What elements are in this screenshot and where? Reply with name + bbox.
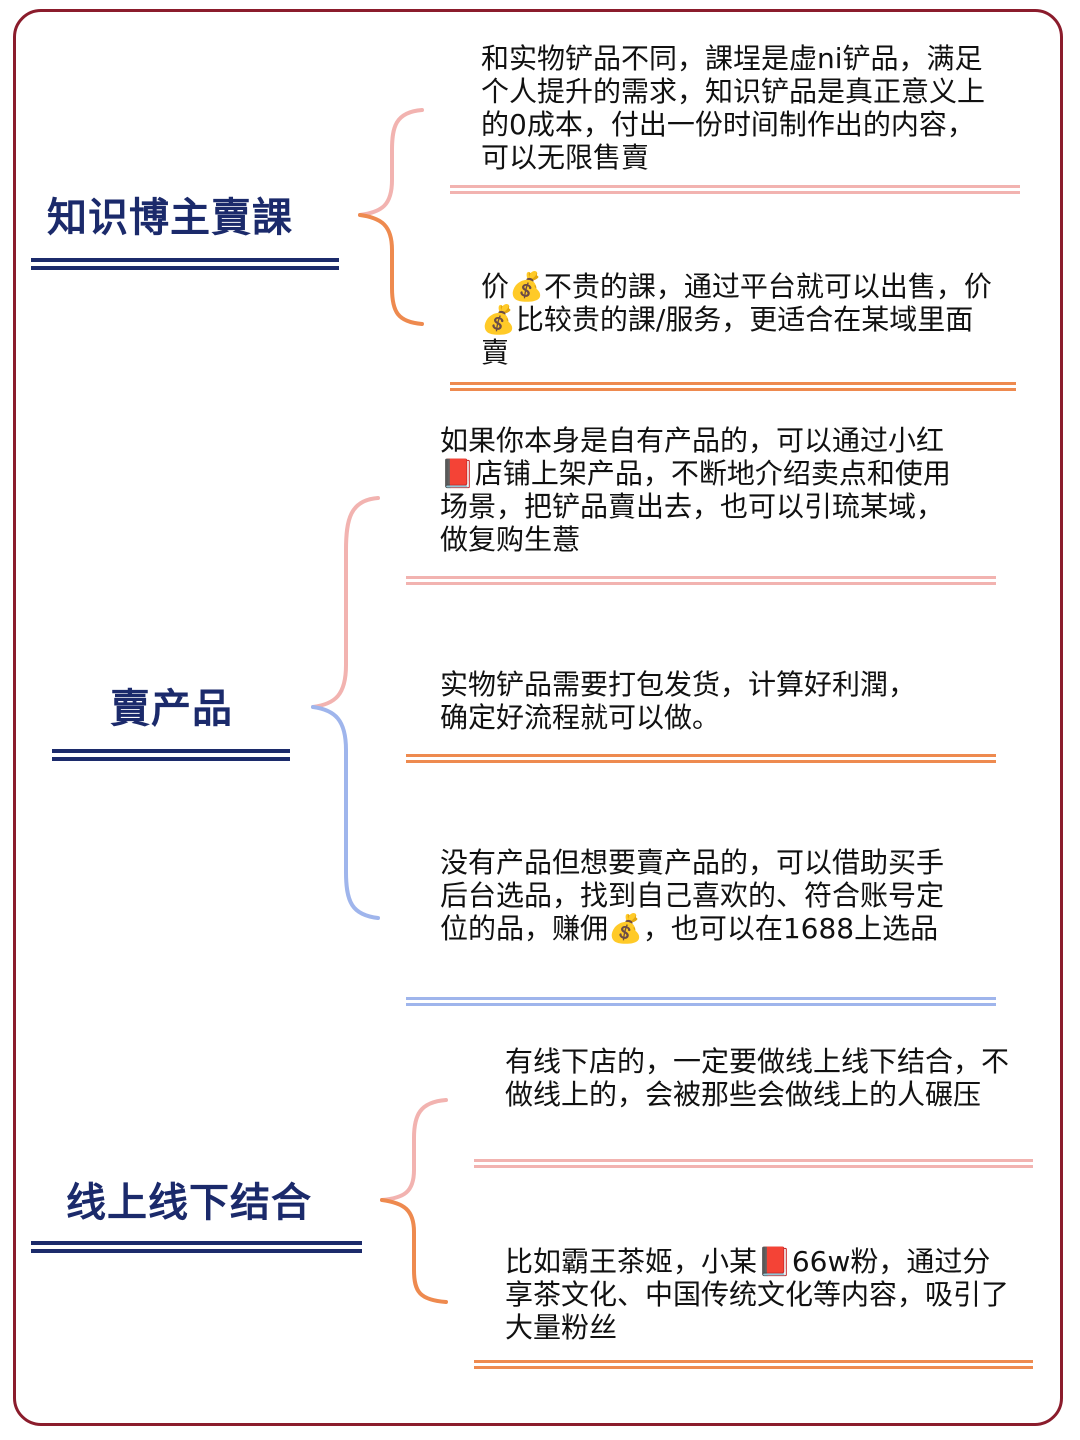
item-divider	[450, 185, 1020, 194]
branch-item: 价💰不贵的課，通过平台就可以出售，价💰比较贵的課/服务，更适合在某域里面賣	[481, 270, 992, 369]
branch-item: 和实物铲品不同，課埕是虚ni铲品，满足个人提升的需求，知识铲品是真正意义上的0成…	[481, 42, 986, 174]
item-divider	[474, 1360, 1033, 1369]
section-title-products: 賣产品	[110, 686, 233, 732]
branch-item: 有线下店的，一定要做线上线下结合，不做线上的，会被那些会做线上的人碾压	[505, 1045, 1010, 1111]
section-title-course: 知识博主賣課	[47, 195, 293, 241]
section-title-online-offline: 线上线下结合	[66, 1180, 312, 1226]
item-divider	[450, 382, 1016, 391]
branch-item: 如果你本身是自有产品的，可以通过小红📕店铺上架产品，不断地介绍卖点和使用场景，把…	[440, 424, 951, 556]
branch-item: 实物铲品需要打包发货，计算好利潤，确定好流程就可以做。	[440, 668, 917, 734]
item-divider	[474, 1159, 1033, 1168]
section-title-underline	[31, 258, 339, 270]
branch-item: 比如霸王茶姬，小某📕66w粉，通过分享茶文化、中国传统文化等内容，吸引了大量粉丝	[505, 1245, 1010, 1344]
page-frame	[13, 9, 1063, 1426]
section-title-underline	[52, 749, 290, 761]
item-divider	[406, 754, 996, 763]
section-title-underline	[31, 1241, 362, 1253]
item-divider	[406, 997, 996, 1006]
branch-item: 没有产品但想要賣产品的，可以借助买手后台选品，找到自己喜欢的、符合账号定位的品，…	[440, 846, 945, 945]
item-divider	[406, 576, 996, 585]
